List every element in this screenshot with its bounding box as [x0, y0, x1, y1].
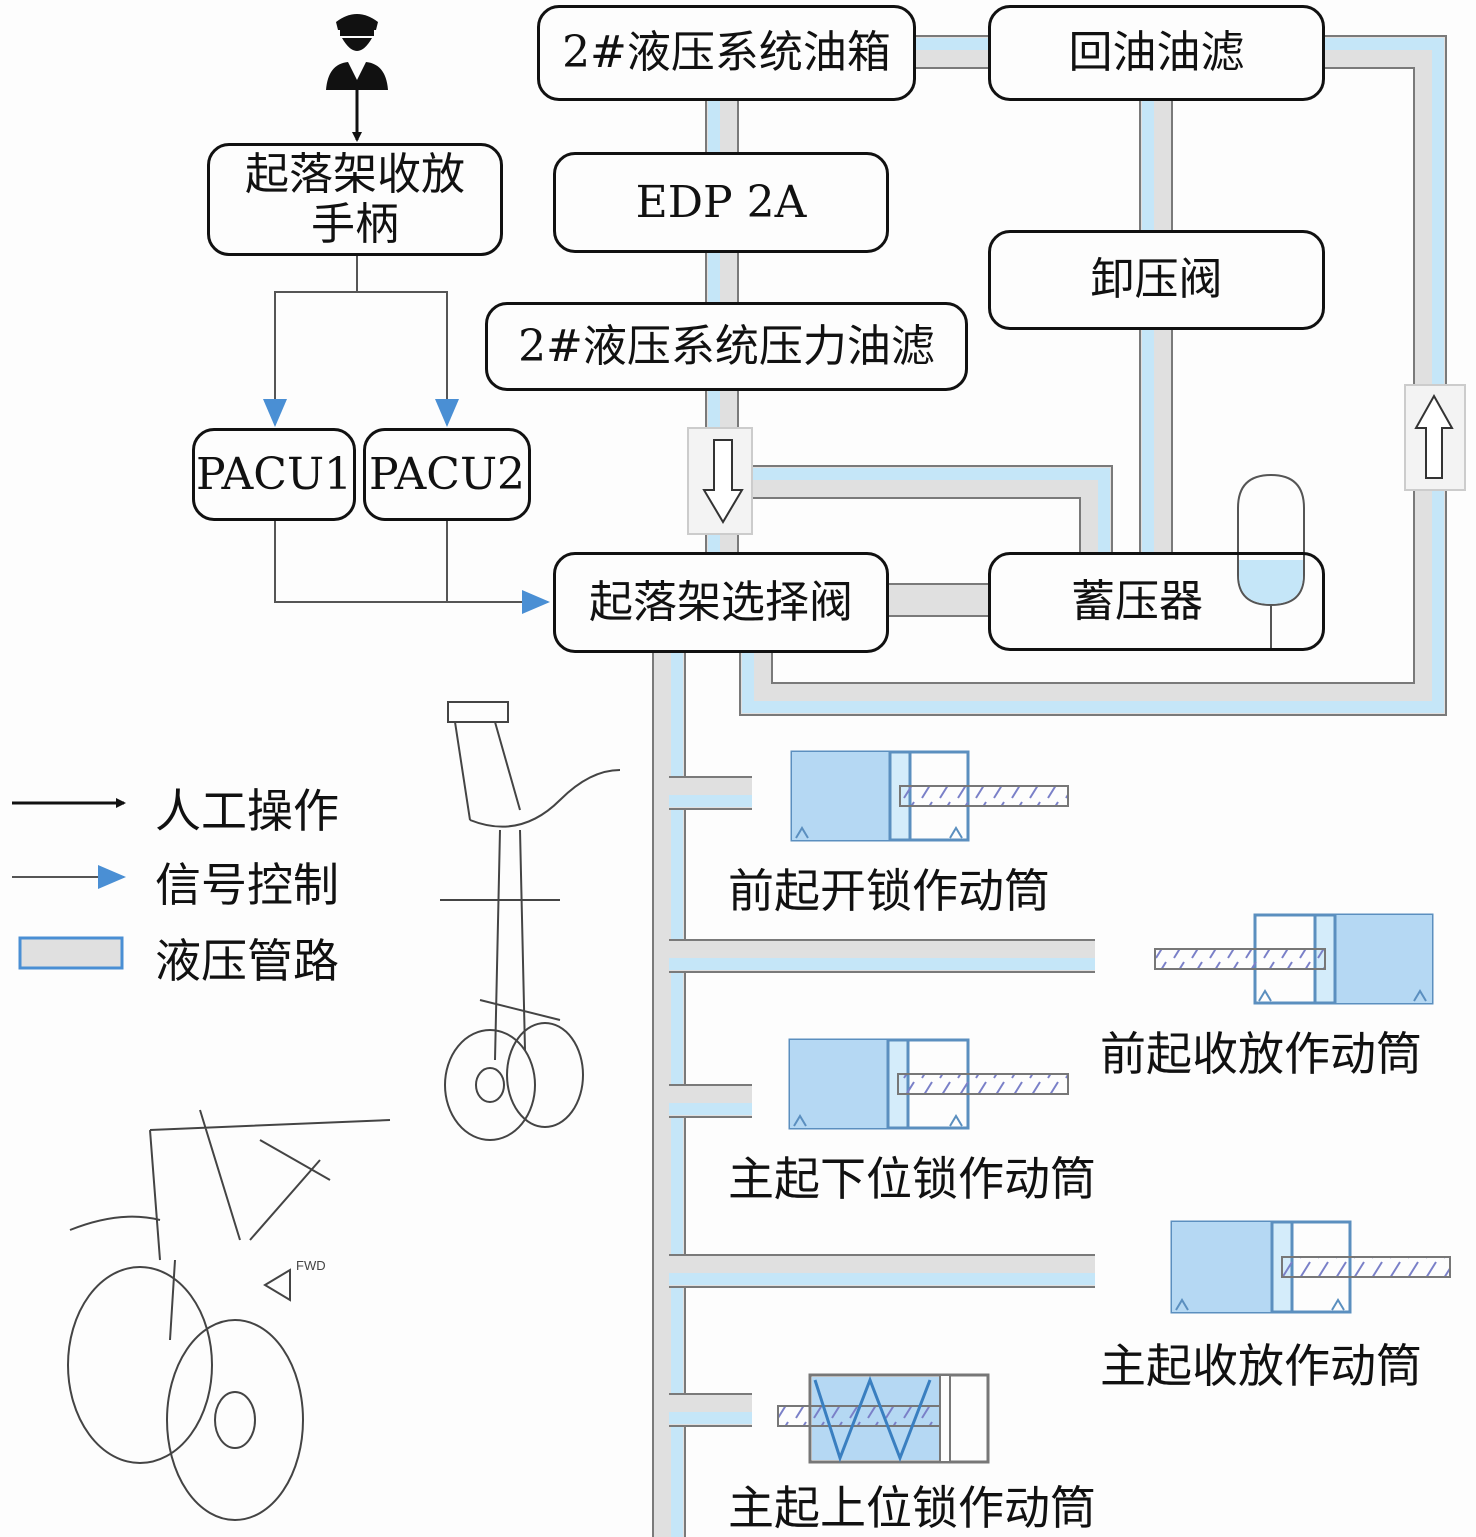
hydraulic-pipe: [752, 467, 1111, 552]
actuator-cylinder-icon: [1154, 913, 1434, 1005]
accumulator-bladder-icon: [1237, 473, 1305, 650]
legend-manual-label: 人工操作: [155, 784, 339, 838]
selector-valve: 起落架选择阀: [553, 552, 889, 653]
flow-arrow-down-icon: [702, 439, 744, 524]
hydraulic-pipe-fluid: [742, 38, 1444, 713]
signal-lines: [263, 255, 550, 614]
uplock-cylinder-icon: [777, 1373, 990, 1464]
actuator-label: 主起收放作动筒: [1100, 1339, 1422, 1393]
legend-pipe-label: 液压管路: [155, 934, 339, 988]
main-gear-drawing: [67, 1109, 391, 1521]
legend-signal-label: 信号控制: [155, 858, 339, 912]
accumulator: 蓄压器: [988, 552, 1325, 651]
unload-valve: 卸压阀: [988, 230, 1325, 330]
actuator-label: 前起收放作动筒: [1100, 1027, 1422, 1081]
pressure-filter: 2#液压系统压力油滤: [485, 302, 968, 391]
pacu1: PACU1: [192, 428, 356, 521]
hydraulic-pipe-fluid: [752, 468, 1110, 552]
actuator-label: 主起下位锁作动筒: [728, 1152, 1096, 1206]
nose-gear-drawing: [440, 701, 621, 1141]
legend-pipe-icon: [18, 936, 124, 970]
actuator-cylinder-icon: [790, 750, 1069, 842]
pacu2: PACU2: [363, 428, 531, 521]
fwd-label: FWD: [296, 1258, 326, 1273]
hydraulic-pipe: [741, 37, 1445, 714]
actuator-label: 主起上位锁作动筒: [728, 1481, 1096, 1535]
actuator-label: 前起开锁作动筒: [728, 864, 1050, 918]
flow-arrow-up-icon: [1414, 393, 1454, 479]
pilot-icon: [326, 14, 388, 90]
actuator-cylinder-icon: [788, 1038, 1069, 1130]
gear-handle: 起落架收放手柄: [207, 143, 503, 256]
hydraulic-tank: 2#液压系统油箱: [537, 5, 916, 101]
return-filter: 回油油滤: [988, 5, 1325, 101]
edp-pump: EDP 2A: [553, 152, 889, 253]
actuator-cylinder-icon: [1170, 1220, 1451, 1314]
